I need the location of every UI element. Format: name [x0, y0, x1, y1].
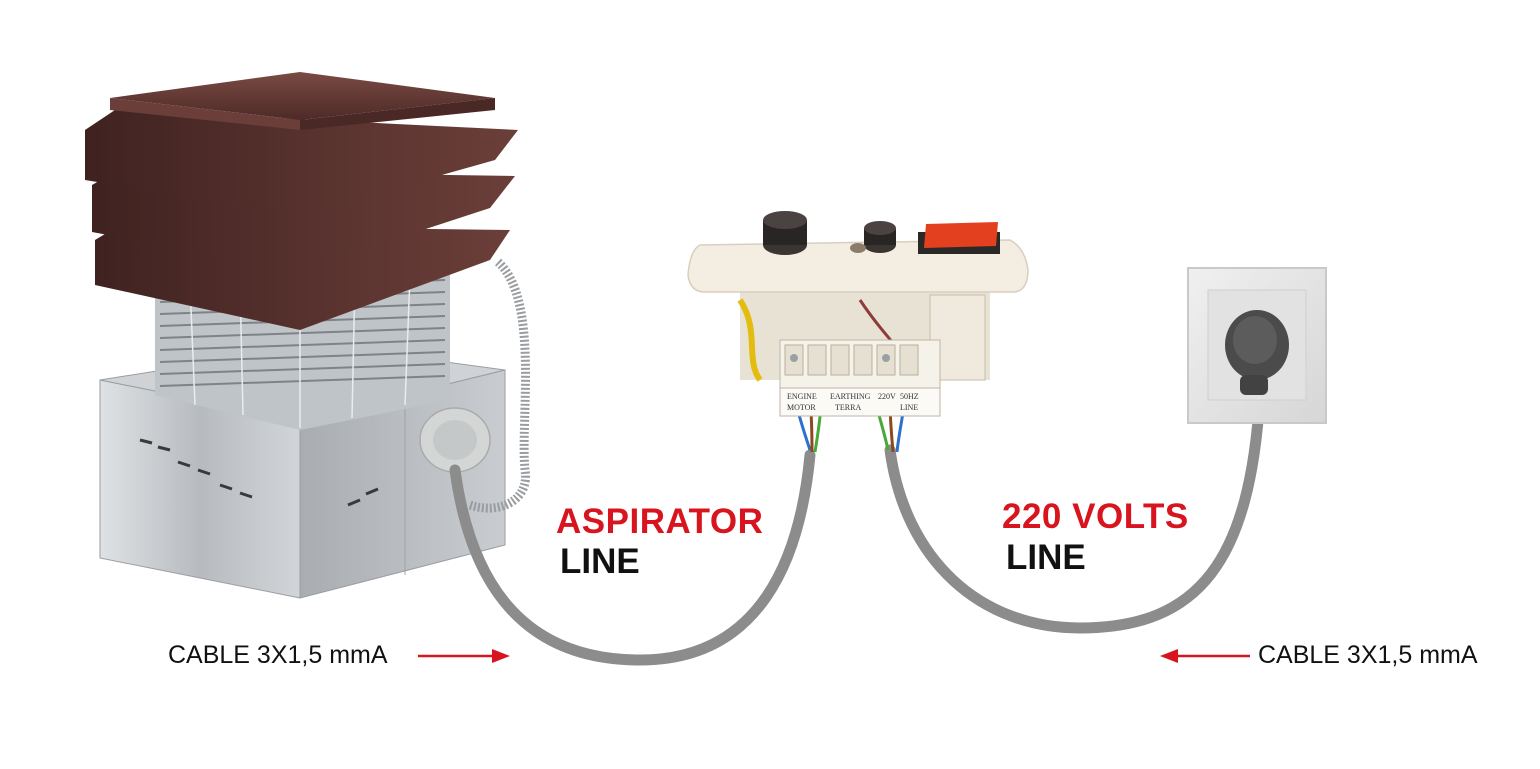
volts-label: 220 VOLTS	[1002, 497, 1189, 536]
cable-right-label: CABLE 3X1,5 mmA	[1258, 641, 1478, 669]
cable-left-label: CABLE 3X1,5 mmA	[168, 641, 388, 669]
chimney-extractor-fan-icon	[85, 72, 531, 599]
arrow-right-icon	[418, 649, 510, 663]
volts-line-label: LINE	[1006, 538, 1086, 577]
wall-socket-plug-icon	[1187, 267, 1327, 424]
terminal-label-220v: 220V	[878, 392, 896, 401]
speed-controller-box-icon: ENGINE MOTOR EARTHING TERRA 220V 50HZ LI…	[687, 211, 1029, 453]
terminal-label-engine: ENGINE	[787, 392, 817, 401]
terminal-label-line: LINE	[900, 403, 918, 412]
terminal-label-terra: TERRA	[835, 403, 861, 412]
aspirator-label: ASPIRATOR	[556, 502, 764, 541]
terminal-label-50hz: 50HZ	[900, 392, 919, 401]
power-cable	[884, 389, 1266, 634]
arrow-left-icon	[1160, 649, 1250, 663]
aspirator-line-label: LINE	[560, 542, 640, 581]
terminal-label-motor: MOTOR	[787, 403, 816, 412]
aspirator-cable	[449, 449, 816, 666]
terminal-label-earthing: EARTHING	[830, 392, 871, 401]
